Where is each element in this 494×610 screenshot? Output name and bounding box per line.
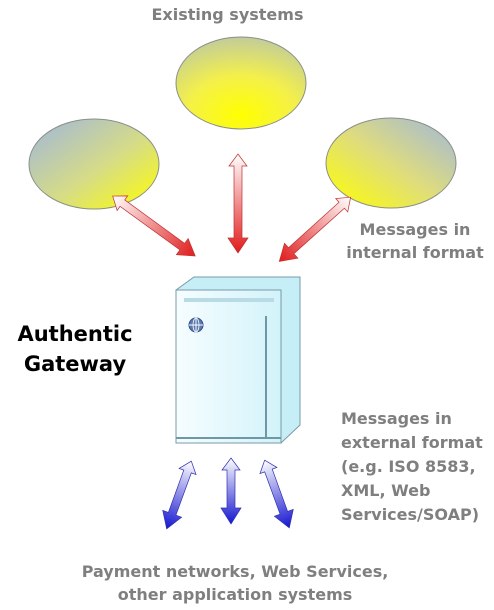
internal-arrow-top — [227, 153, 249, 254]
internal-arrow-right — [278, 196, 352, 262]
external-format-label-line4: XML, Web — [341, 481, 431, 500]
payment-networks-label-line1: Payment networks, Web Services, — [81, 562, 389, 581]
internal-arrow-left — [112, 195, 196, 257]
external-arrow-right — [259, 459, 294, 529]
internal-format-label-line2: internal format — [346, 243, 484, 262]
external-format-label-line5: Services/SOAP) — [341, 505, 479, 524]
external-format-label-line2: external format — [341, 433, 483, 452]
external-arrow-center — [220, 457, 242, 525]
external-format-label-line3: (e.g. ISO 8583, — [341, 457, 476, 476]
payment-networks-label-line2: other application systems — [117, 585, 353, 604]
gateway-server-icon — [175, 276, 301, 444]
globe-icon — [188, 317, 204, 333]
existing-systems-label: Existing systems — [151, 5, 304, 24]
external-arrow-left — [162, 460, 197, 530]
external-format-label-line1: Messages in — [341, 409, 452, 428]
existing-system-left — [28, 118, 160, 210]
existing-system-top — [175, 36, 307, 130]
gateway-title-line1: Authentic — [17, 322, 133, 346]
internal-format-label-line1: Messages in — [359, 220, 471, 239]
existing-system-right — [325, 117, 457, 209]
gateway-title-line2: Gateway — [23, 352, 127, 376]
